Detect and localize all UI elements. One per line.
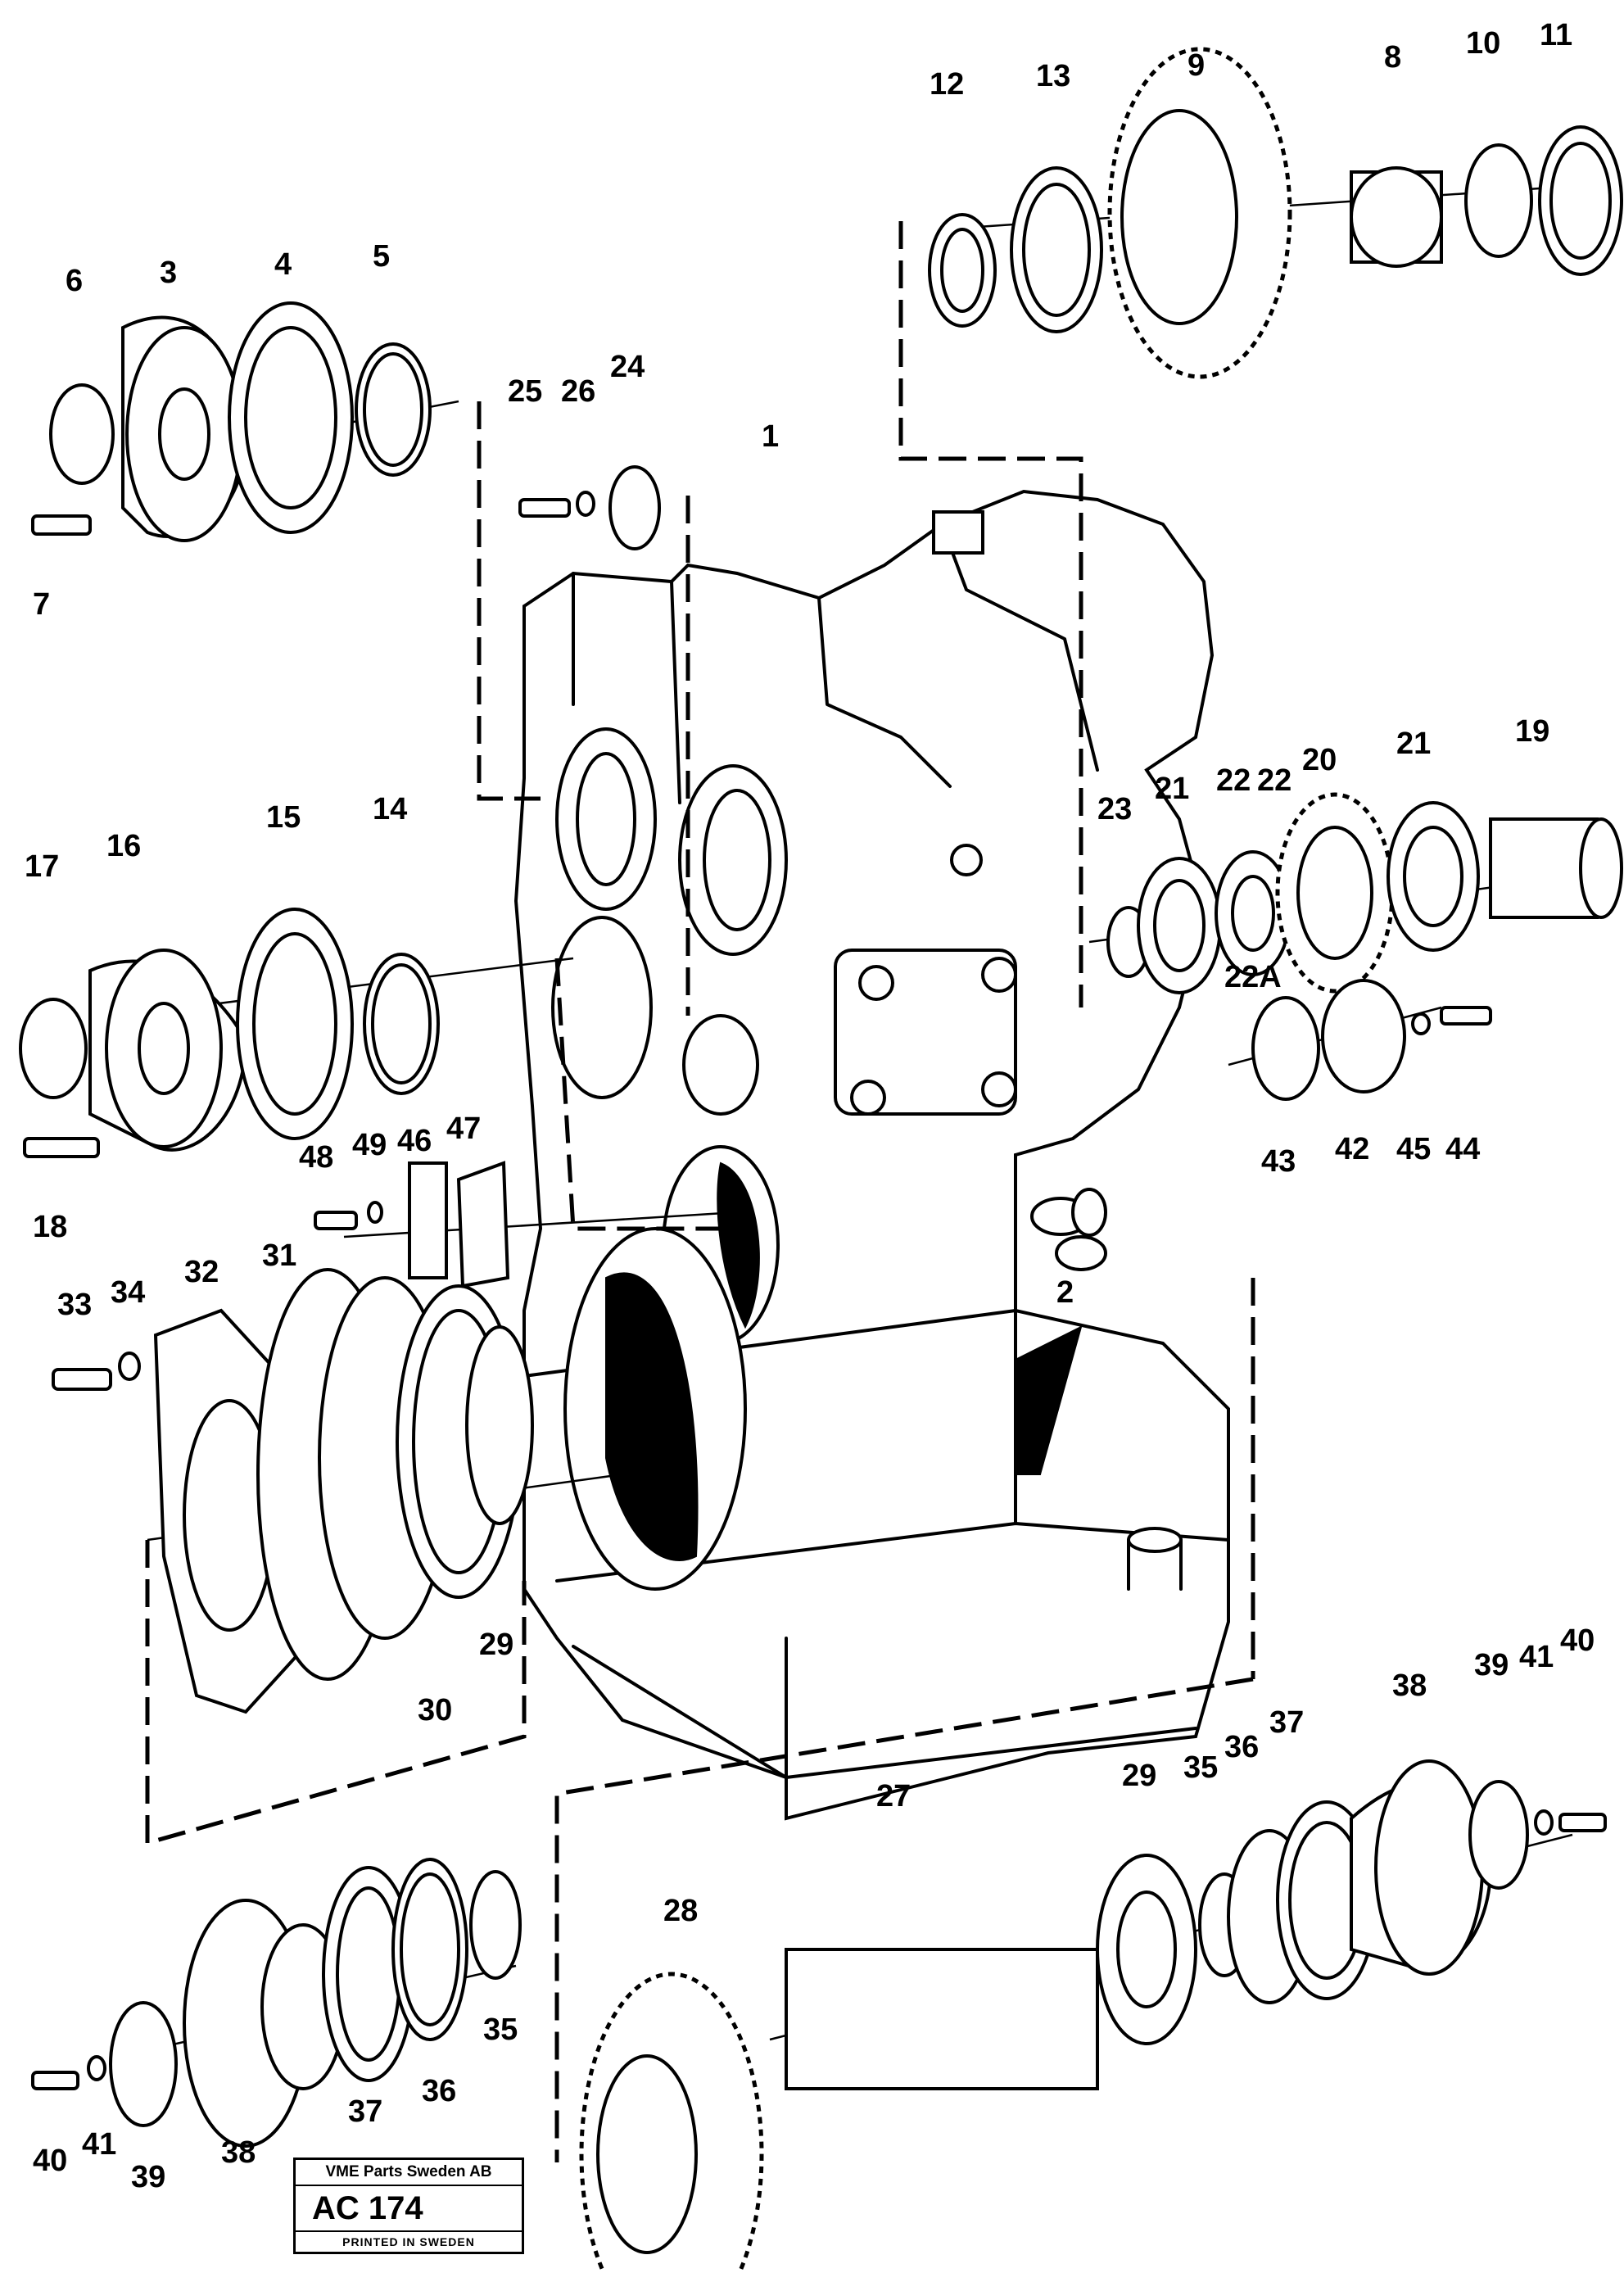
label-29a: 29 xyxy=(1122,1759,1156,1793)
label-39a: 39 xyxy=(1474,1648,1509,1682)
label-30: 30 xyxy=(418,1693,452,1727)
label-19: 19 xyxy=(1515,714,1549,749)
label-7: 7 xyxy=(33,587,50,622)
cover-plate-assembly-24 xyxy=(518,465,661,550)
catalog-code: AC 174 xyxy=(312,2190,423,2226)
label-10: 10 xyxy=(1466,26,1500,61)
label-38b: 38 xyxy=(221,2135,256,2170)
label-1: 1 xyxy=(762,419,779,454)
label-2: 2 xyxy=(1056,1275,1074,1310)
label-6: 6 xyxy=(66,264,83,298)
label-18: 18 xyxy=(33,1210,67,1244)
label-31: 31 xyxy=(262,1238,296,1273)
label-23: 23 xyxy=(1097,792,1132,826)
bushing-2 xyxy=(1030,1188,1107,1237)
output-shaft-assembly xyxy=(579,1759,1607,2273)
label-34: 34 xyxy=(111,1275,145,1310)
parts-catalog-stamp: VME Parts Sweden AB AC 174 PRINTED IN SW… xyxy=(293,2158,524,2254)
label-37a: 37 xyxy=(1269,1705,1304,1740)
gearbox-housing xyxy=(513,489,1230,1821)
label-41a: 41 xyxy=(1519,1640,1554,1674)
label-33: 33 xyxy=(57,1288,92,1322)
label-28: 28 xyxy=(663,1894,698,1928)
label-21b: 21 xyxy=(1396,727,1431,761)
label-26: 26 xyxy=(561,374,595,409)
part-number-labels: 1 2 3 4 5 6 7 8 9 10 11 12 13 14 15 16 1… xyxy=(25,18,1595,2194)
plate-assembly-46 xyxy=(314,1161,510,1288)
label-25: 25 xyxy=(508,374,542,409)
label-4: 4 xyxy=(274,247,292,282)
label-45: 45 xyxy=(1396,1132,1431,1166)
label-39b: 39 xyxy=(131,2160,165,2194)
right-shaft-assembly xyxy=(1106,792,1623,1101)
bottom-left-flange-assembly xyxy=(31,1858,522,2148)
label-20: 20 xyxy=(1302,743,1337,777)
label-42: 42 xyxy=(1335,1132,1369,1166)
label-22a: 22 xyxy=(1216,763,1251,798)
label-38a: 38 xyxy=(1392,1669,1427,1703)
label-43: 43 xyxy=(1261,1144,1296,1179)
label-16: 16 xyxy=(106,829,141,863)
top-gear-assembly xyxy=(928,47,1623,379)
label-22b: 22 xyxy=(1257,763,1292,798)
label-32: 32 xyxy=(184,1255,219,1289)
lower-left-cover-assembly xyxy=(52,1268,534,1714)
label-22A: 22A xyxy=(1224,960,1282,994)
label-8: 8 xyxy=(1384,40,1401,75)
label-5: 5 xyxy=(373,239,390,274)
label-35a: 35 xyxy=(1183,1750,1218,1785)
label-41b: 41 xyxy=(82,2127,116,2162)
label-47: 47 xyxy=(446,1112,481,1146)
label-29b: 29 xyxy=(479,1628,513,1662)
label-9: 9 xyxy=(1187,48,1205,83)
label-27: 27 xyxy=(876,1779,911,1813)
middle-left-cover-assembly xyxy=(19,908,440,1158)
label-3: 3 xyxy=(160,256,177,290)
label-37b: 37 xyxy=(348,2094,382,2129)
label-14: 14 xyxy=(373,792,407,826)
label-15: 15 xyxy=(266,800,301,835)
label-36a: 36 xyxy=(1224,1730,1259,1764)
upper-left-cover-assembly xyxy=(31,301,432,542)
assembly-dash-lines xyxy=(145,221,1255,2162)
label-36b: 36 xyxy=(422,2074,456,2108)
label-13: 13 xyxy=(1036,59,1070,93)
label-44: 44 xyxy=(1445,1132,1480,1166)
company-name: VME Parts Sweden AB xyxy=(296,2160,522,2186)
label-48: 48 xyxy=(299,1140,333,1175)
label-40a: 40 xyxy=(1560,1623,1595,1658)
printed-note: PRINTED IN SWEDEN xyxy=(296,2230,522,2252)
label-17: 17 xyxy=(25,849,59,884)
label-11: 11 xyxy=(1540,18,1572,52)
label-49: 49 xyxy=(352,1128,387,1162)
label-40b: 40 xyxy=(33,2144,67,2178)
label-35b: 35 xyxy=(483,2013,518,2047)
label-24: 24 xyxy=(610,350,645,384)
label-12: 12 xyxy=(930,67,964,102)
label-46: 46 xyxy=(397,1124,432,1158)
label-21a: 21 xyxy=(1155,772,1189,806)
